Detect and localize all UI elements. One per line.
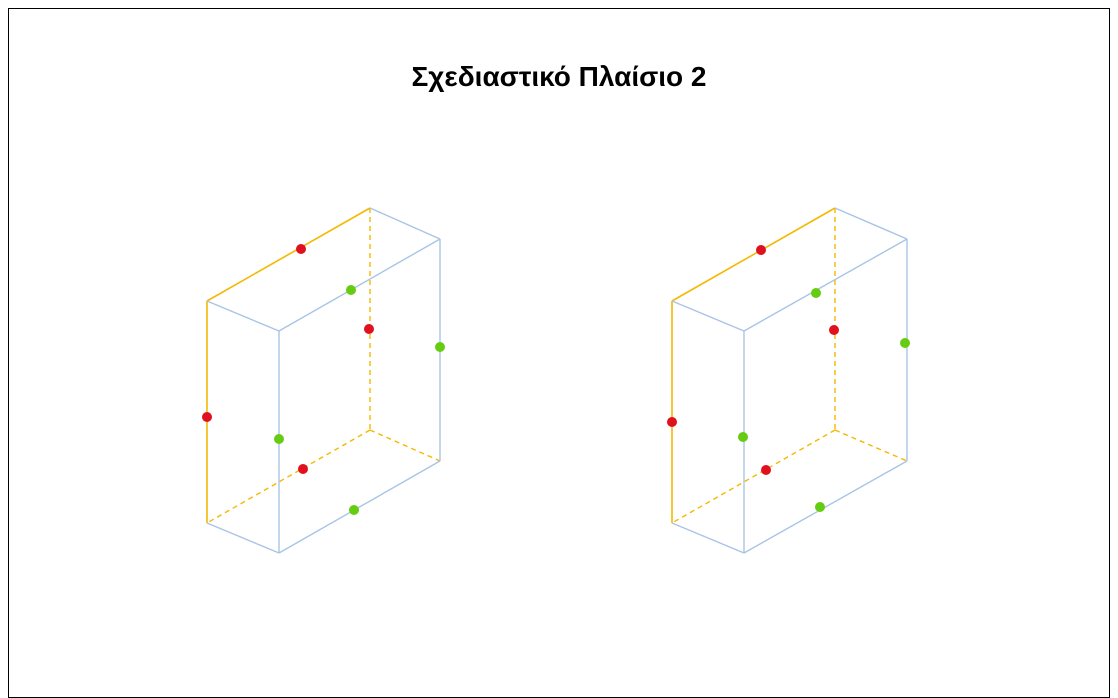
hidden-edge (369, 429, 441, 462)
hidden-edge (671, 429, 836, 524)
visible-edge (743, 460, 908, 554)
visible-edge (834, 207, 908, 240)
visible-edge (671, 300, 745, 332)
visible-edge (743, 238, 908, 332)
red-point (296, 244, 306, 254)
drawing-frame (8, 8, 1110, 698)
green-point (349, 505, 359, 515)
visible-edge (278, 460, 441, 554)
green-point (738, 432, 748, 442)
visible-edge (206, 522, 280, 554)
box-left (202, 207, 445, 554)
highlight-edge (671, 207, 836, 302)
red-point (761, 465, 771, 475)
green-point (811, 288, 821, 298)
highlight-edge (206, 207, 371, 302)
red-point (829, 325, 839, 335)
red-point (364, 324, 374, 334)
visible-edge (369, 207, 441, 240)
box-right (667, 207, 910, 554)
green-point (815, 502, 825, 512)
red-point (298, 464, 308, 474)
visible-edge (278, 238, 441, 332)
visible-edge (671, 522, 745, 554)
red-point (756, 245, 766, 255)
visible-edge (206, 300, 280, 332)
green-point (435, 342, 445, 352)
green-point (274, 434, 284, 444)
hidden-edge (206, 429, 371, 524)
red-point (202, 412, 212, 422)
green-point (346, 285, 356, 295)
green-point (900, 338, 910, 348)
page-title: Σχεδιαστικό Πλαίσιο 2 (411, 61, 707, 92)
hidden-edge (834, 429, 908, 462)
red-point (667, 417, 677, 427)
